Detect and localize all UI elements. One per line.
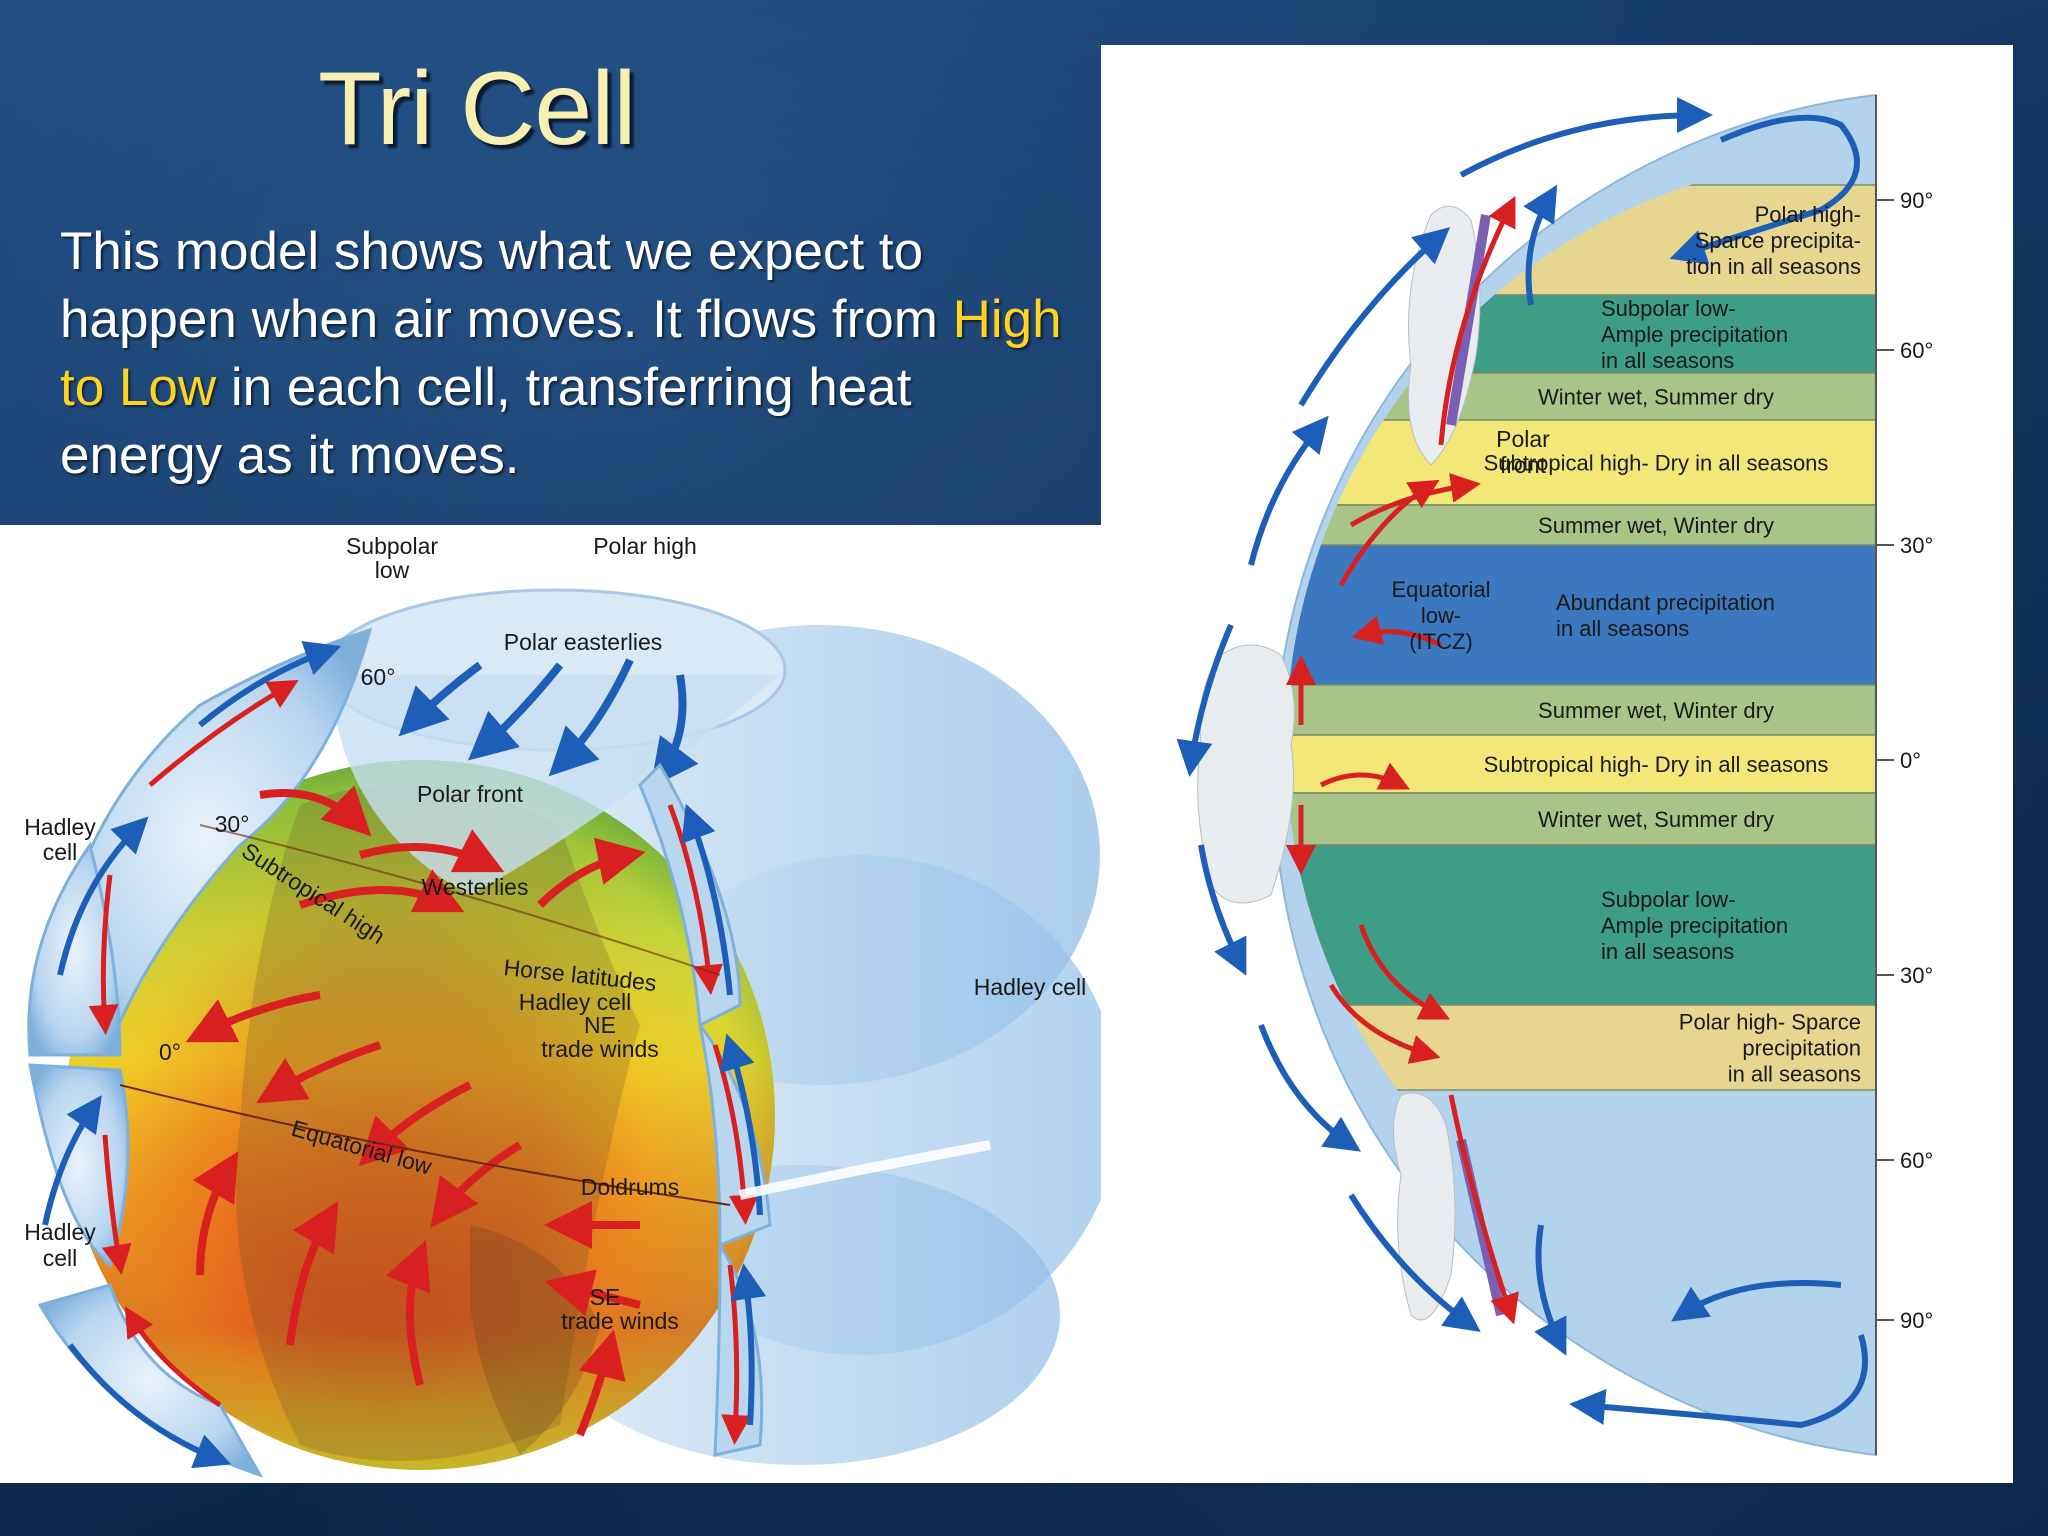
latitude-label-1: 60° (1900, 338, 1933, 363)
zone-band-5 (1286, 544, 1876, 686)
zone-text-5-2: (ITCZ) (1409, 629, 1473, 654)
label-hadley-cell-left-top-1: Hadley (24, 814, 96, 840)
zone-text-5-0: Equatorial (1391, 577, 1490, 602)
zone-text-0-2: tion in all seasons (1686, 254, 1861, 279)
latitude-label-6: 90° (1900, 1308, 1933, 1333)
label-doldrums: Doldrums (581, 1174, 679, 1200)
zone-bands-group (1286, 184, 1876, 1091)
latitude-ticks: 90° 60° 30° 0° 30° 60° 90° (1875, 95, 1933, 1455)
latitude-label-2: 30° (1900, 533, 1933, 558)
zone-text-9-1: Ample precipitation (1601, 913, 1788, 938)
zone-band-3 (1286, 419, 1876, 506)
polar-front-label-2: front (1500, 452, 1547, 478)
zone-extra-text-5-0: Abundant precipitation (1556, 590, 1775, 615)
label-ne-trade-winds-1: NE (584, 1012, 616, 1038)
zone-text-0-1: Sparce precipita- (1695, 228, 1861, 253)
slide-title: Tri Cell (318, 51, 636, 167)
zone-text-1-0: Subpolar low- (1601, 296, 1736, 321)
body-text-part2: in each cell, transferring heat energy a… (60, 358, 912, 485)
clouds (1197, 205, 1481, 1321)
latitude-label-4: 30° (1900, 963, 1933, 988)
label-lat-30: 30° (215, 811, 250, 837)
latitude-label-0: 90° (1900, 188, 1933, 213)
cross-section-diagram-panel: 90° 60° 30° 0° 30° 60° 90° (1101, 45, 2013, 1483)
zone-text-1-1: Ample precipitation (1601, 322, 1788, 347)
label-subpolar-low-1: Subpolar (346, 533, 438, 559)
zone-text-10-0: Polar high- Sparce (1679, 1010, 1861, 1035)
latitude-label-5: 60° (1900, 1148, 1933, 1173)
globe-diagram: Subpolar low Polar high Polar easterlies… (24, 533, 1120, 1478)
polar-front-label: Polar front (1496, 426, 1550, 478)
zone-text-7-0: Subtropical high- Dry in all seasons (1484, 752, 1829, 777)
zone-text-2-0: Winter wet, Summer dry (1538, 385, 1774, 410)
zone-text-9-2: in all seasons (1601, 939, 1734, 964)
label-polar-front: Polar front (417, 781, 524, 807)
body-text-highlight: High to Low (60, 290, 1062, 417)
label-se-trade-winds-1: SE (590, 1284, 621, 1310)
label-ne-trade-winds-2: trade winds (541, 1036, 659, 1062)
label-hadley-cell-left-bottom-1: Hadley (24, 1219, 96, 1245)
zone-text-1-2: in all seasons (1601, 348, 1734, 373)
polar-front-label-1: Polar (1496, 426, 1550, 452)
zone-text-10-2: in all seasons (1728, 1062, 1861, 1087)
zone-extra-text-5-1: in all seasons (1556, 616, 1689, 641)
zone-text-3-0: Subtropical high- Dry in all seasons (1484, 451, 1829, 476)
label-hadley-cell-left-bottom-2: cell (43, 1245, 78, 1271)
zone-texts: Polar high-Sparce precipita-tion in all … (1391, 202, 1861, 1087)
label-se-trade-winds-2: trade winds (561, 1308, 679, 1334)
surface-wind-arrows (119, 785, 731, 1437)
circulation-cells-left (27, 627, 373, 1478)
label-lat-60: 60° (361, 664, 396, 690)
zone-text-5-1: low- (1421, 603, 1461, 628)
circulation-cells-right (638, 762, 991, 1457)
circulation-arrows (1176, 97, 1868, 1429)
label-subpolar-low-2: low (375, 557, 410, 583)
label-hadley-cell-inner: Hadley cell (519, 989, 632, 1015)
label-lat-0: 0° (159, 1039, 181, 1065)
zone-text-8-0: Winter wet, Summer dry (1538, 807, 1774, 832)
slide-body-text: This model shows what we expect to happe… (60, 218, 1080, 490)
zone-text-6-0: Summer wet, Winter dry (1538, 698, 1774, 723)
polar-front-north (1446, 214, 1491, 426)
zone-text-0-0: Polar high- (1755, 202, 1861, 227)
zone-text-9-0: Subpolar low- (1601, 887, 1736, 912)
latitude-label-3: 0° (1900, 748, 1921, 773)
label-hadley-cell-right: Hadley cell (974, 974, 1087, 1000)
zone-text-4-0: Summer wet, Winter dry (1538, 513, 1774, 538)
polar-cell-cone (323, 588, 787, 895)
label-westerlies: Westerlies (422, 874, 529, 900)
label-polar-high: Polar high (593, 533, 697, 559)
globe-diagram-panel: Subpolar low Polar high Polar easterlies… (0, 525, 1130, 1483)
zone-text-10-1: precipitation (1742, 1036, 1861, 1061)
cross-section-diagram: 90° 60° 30° 0° 30° 60° 90° (1176, 93, 1933, 1457)
label-hadley-cell-left-top-2: cell (43, 839, 78, 865)
body-text-part1: This model shows what we expect to happe… (60, 222, 953, 349)
label-polar-easterlies: Polar easterlies (504, 629, 663, 655)
